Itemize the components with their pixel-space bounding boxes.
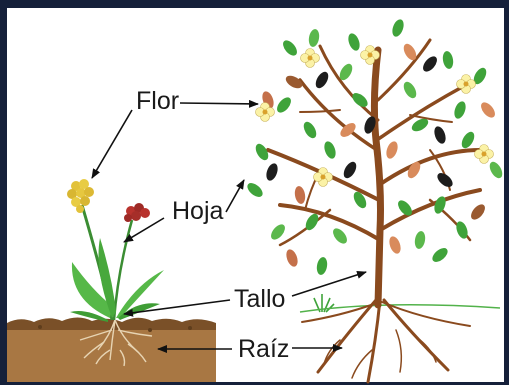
- root-label: Raíz: [238, 337, 289, 362]
- leaf-label: Hoja: [172, 199, 223, 224]
- tree-roots: [302, 300, 470, 382]
- yellow-flower-cluster: [67, 179, 94, 213]
- label-arrows: [92, 103, 366, 349]
- stem-label: Tallo: [234, 287, 285, 312]
- flower-to-tree-arrow: [180, 103, 258, 104]
- red-seed-cluster: [124, 203, 150, 222]
- small-plant: [70, 205, 164, 322]
- flower-label: Flor: [136, 89, 179, 114]
- stem-to-tree-arrow: [292, 272, 366, 296]
- tree-branches: [268, 40, 480, 305]
- flower-to-small-plant-arrow: [92, 110, 132, 178]
- leaf-to-tree-arrow: [226, 180, 244, 212]
